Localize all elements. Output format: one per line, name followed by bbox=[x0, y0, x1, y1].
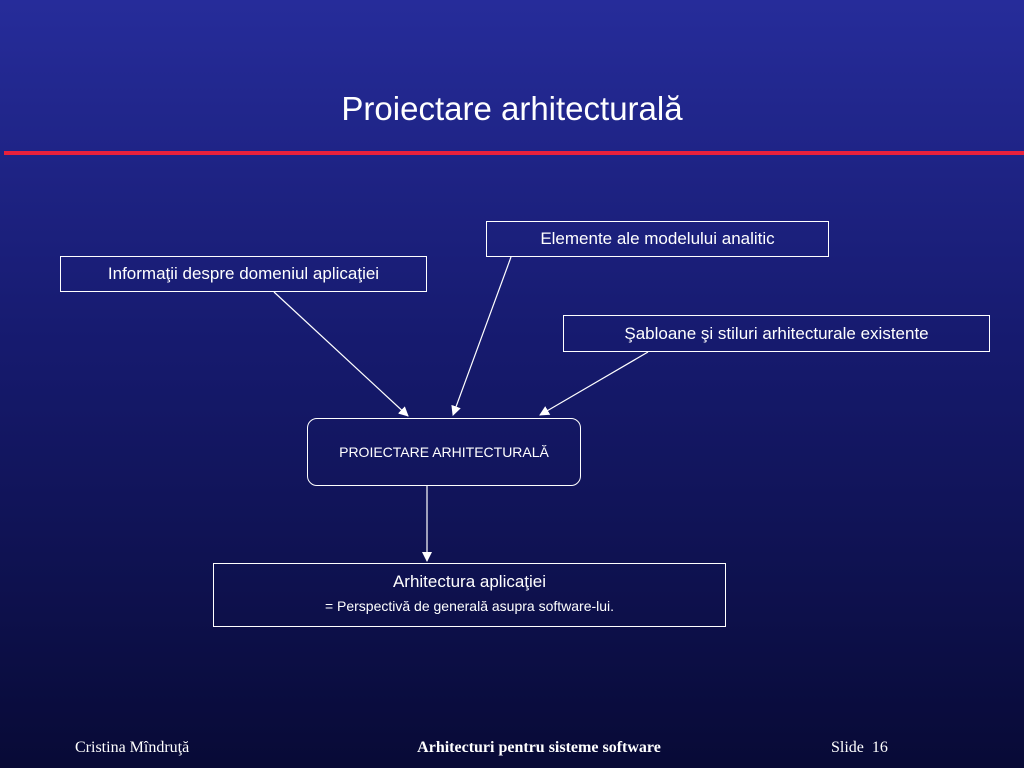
footer-slide-number: Slide 16 bbox=[831, 739, 896, 757]
patterns-box: Şabloane şi stiluri arhitecturale existe… bbox=[563, 315, 990, 352]
output-description: = Perspectivă de generală asupra softwar… bbox=[324, 598, 615, 614]
output-box: Arhitectura aplicaţiei = Perspectivă de … bbox=[213, 563, 726, 627]
analytic-elements-box: Elemente ale modelului analitic bbox=[486, 221, 829, 257]
arrow-domain-to-process bbox=[273, 291, 409, 417]
patterns-label: Şabloane şi stiluri arhitecturale existe… bbox=[624, 323, 929, 343]
output-title: Arhitectura aplicaţiei bbox=[392, 572, 547, 591]
arrow-patterns-to-process bbox=[539, 351, 649, 416]
arrow-analytic-to-process bbox=[451, 256, 512, 416]
slide-number: 16 bbox=[871, 739, 888, 756]
slide-label: Slide bbox=[831, 739, 864, 756]
domain-info-label: Informaţii despre domeniul aplicaţiei bbox=[107, 264, 380, 283]
title-divider bbox=[4, 151, 1024, 155]
analytic-elements-label: Elemente ale modelului analitic bbox=[540, 229, 775, 248]
footer-course: Arhitecturi pentru sisteme software bbox=[417, 739, 661, 756]
slide-title: Proiectare arhitecturală bbox=[341, 90, 683, 127]
process-label: PROIECTARE ARHITECTURALĂ bbox=[339, 444, 549, 460]
process-box: PROIECTARE ARHITECTURALĂ bbox=[307, 418, 581, 486]
footer-author: Cristina Mîndruţă bbox=[75, 739, 190, 756]
domain-info-box: Informaţii despre domeniul aplicaţiei bbox=[60, 256, 427, 292]
